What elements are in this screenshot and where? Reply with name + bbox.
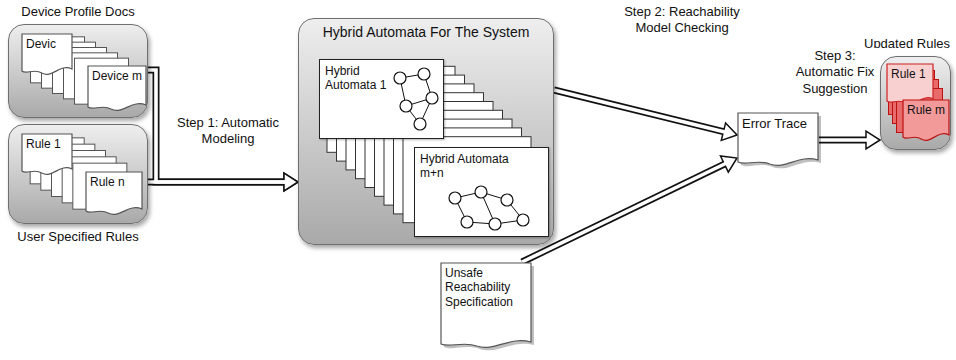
container-heading: Device Profile Docs — [21, 4, 134, 22]
step-label: Step 1: Automatic Modeling — [164, 115, 292, 148]
connector-fill — [554, 90, 726, 132]
document-page — [738, 113, 818, 165]
document-shape: Rule n — [85, 171, 143, 217]
document-shape: Rule 1 — [21, 133, 73, 177]
document-page — [887, 64, 933, 104]
document-text: Device m — [87, 65, 147, 83]
state-circle — [461, 216, 473, 228]
document-page — [22, 34, 72, 74]
document-text: Rule n — [85, 171, 143, 189]
container-box: Updated RulesRule 1Rule m — [880, 56, 951, 150]
document-page — [88, 66, 146, 110]
step-label: Step 2: Reachability Model Checking — [622, 4, 742, 37]
automaton-panel: Hybrid Automata 1 — [319, 59, 444, 139]
connector-fill — [148, 180, 287, 184]
state-circle — [517, 214, 529, 226]
state-circle — [501, 194, 513, 206]
state-circle — [449, 192, 461, 204]
document-shape: Device m — [87, 65, 147, 113]
state-circle — [489, 218, 501, 230]
document-page — [903, 100, 949, 140]
document-page — [22, 134, 72, 174]
container-heading: User Specified Rules — [17, 229, 138, 247]
state-circle — [414, 118, 426, 130]
document-page — [86, 172, 142, 214]
connector-fill — [819, 138, 869, 142]
document-shape: Devic — [21, 33, 73, 77]
document-shape: Rule m — [902, 99, 950, 143]
document-text: Rule 1 — [886, 63, 934, 81]
heading-row: Device Profile Docs — [9, 4, 147, 22]
automaton-panel: Hybrid Automata m+n — [414, 147, 549, 237]
document-page — [441, 263, 531, 347]
document-shape: Error Trace — [737, 112, 819, 168]
automaton-title: Hybrid Automata m+n — [415, 148, 514, 181]
container-box: User Specified RulesRule 1Rule n — [8, 124, 148, 224]
state-circle — [475, 186, 487, 198]
state-circle — [426, 92, 438, 104]
document-text: Unsafe Reachability Specification — [440, 262, 532, 309]
document-text: Rule 1 — [21, 133, 73, 151]
automaton-title: Hybrid Automata 1 — [320, 60, 391, 93]
document-text: Error Trace — [737, 112, 819, 132]
container-box: Hybrid Automata For The SystemHybrid Aut… — [298, 18, 554, 245]
heading-row: User Specified Rules — [9, 229, 147, 247]
heading-row: Hybrid Automata For The System — [299, 24, 553, 42]
document-text: Rule m — [902, 99, 950, 117]
step-label: Step 3: Automatic Fix Suggestion — [792, 48, 878, 97]
state-circle — [418, 68, 430, 80]
state-circle — [400, 100, 412, 112]
state-circle — [394, 72, 406, 84]
container-box: Device Profile DocsDevicDevice m — [8, 24, 148, 118]
document-shape: Unsafe Reachability Specification — [440, 262, 532, 350]
container-heading: Hybrid Automata For The System — [323, 24, 530, 42]
document-text: Devic — [21, 33, 73, 51]
heading-row: Updated Rules — [881, 36, 950, 54]
